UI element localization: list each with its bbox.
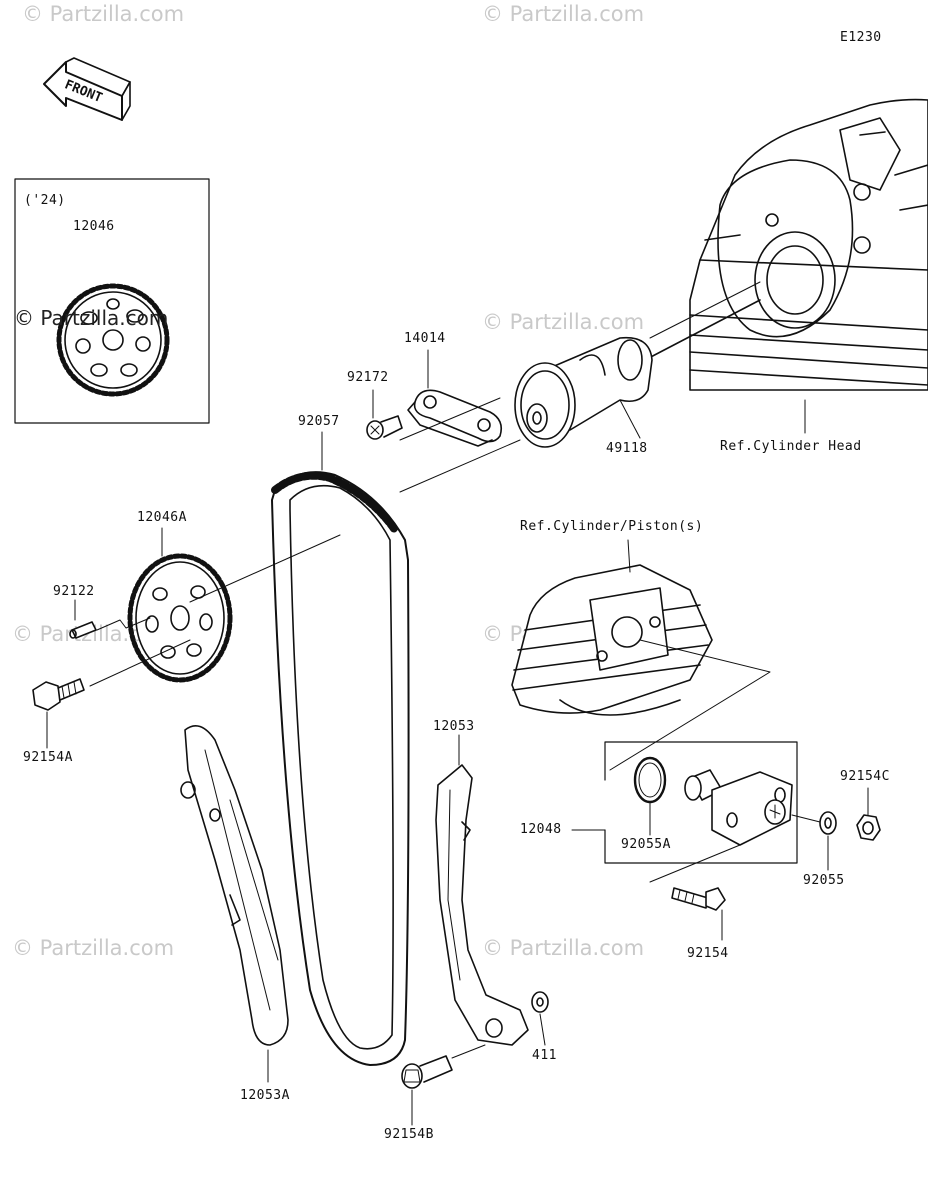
front-arrow-icon: FRONT [43, 57, 131, 121]
plate-14014-icon [407, 389, 503, 447]
part-label-411[interactable]: 411 [532, 1048, 557, 1063]
leader-line [619, 399, 641, 439]
axis-line [89, 639, 191, 687]
pin-92122-icon [69, 621, 97, 639]
axis-line [649, 844, 741, 883]
cylinder-piston-icon [511, 564, 713, 716]
part-label-92154C[interactable]: 92154C [840, 769, 890, 784]
part-label-12046[interactable]: 12046 [73, 219, 115, 234]
axis-line [609, 639, 771, 771]
washer-92055-icon [819, 811, 837, 835]
watermark: © Partzilla.com [482, 936, 645, 960]
part-label-92172[interactable]: 92172 [347, 370, 389, 385]
part-label-92122[interactable]: 92122 [53, 584, 95, 599]
part-label-12053A[interactable]: 12053A [240, 1088, 290, 1103]
inset-box-2024 [14, 178, 210, 424]
axis-line [399, 397, 501, 441]
part-label-92154A[interactable]: 92154A [23, 750, 73, 765]
part-label-92154[interactable]: 92154 [687, 946, 729, 961]
part-label-12048[interactable]: 12048 [520, 822, 562, 837]
part-label-92154B[interactable]: 92154B [384, 1127, 434, 1142]
axis-line [189, 534, 341, 603]
part-label-92057[interactable]: 92057 [298, 414, 340, 429]
watermark-dark: © Partzilla.com [14, 306, 169, 330]
part-label-12046A[interactable]: 12046A [137, 510, 187, 525]
part-label-92055A[interactable]: 92055A [621, 837, 671, 852]
year-note: ('24) [24, 193, 66, 208]
chain-guide-12053-icon [435, 764, 529, 1046]
diagram-code: E1230 [840, 30, 882, 45]
watermark: © Partzilla.com [482, 310, 645, 334]
chain-guide-12053A-icon [180, 724, 289, 1046]
cylinder-head-icon [644, 98, 928, 391]
part-label-14014[interactable]: 14014 [404, 331, 446, 346]
part-label-12053[interactable]: 12053 [433, 719, 475, 734]
axis-line [649, 281, 761, 339]
watermark: © Partzilla.com [482, 2, 645, 26]
axis-line [96, 617, 151, 631]
tensioner-group-box [604, 741, 798, 864]
timing-chain-92057-icon [271, 471, 410, 1066]
sprocket-12046-icon [56, 283, 170, 397]
washer-411-icon [531, 991, 549, 1013]
axis-line [399, 439, 521, 493]
watermark: © Partzilla.com [12, 936, 175, 960]
camshaft-49118-icon [514, 336, 653, 448]
leader-line [539, 1013, 546, 1046]
ref-cylinder-piston[interactable]: Ref.Cylinder/Piston(s) [520, 519, 704, 534]
bolt-92154-icon [671, 887, 726, 911]
nut-92154C-icon [856, 814, 881, 841]
bolt-92154B-icon [401, 1044, 486, 1089]
sprocket-12046A-icon [127, 553, 233, 683]
o-ring-92055A-icon [633, 756, 667, 804]
axis-line [791, 814, 821, 823]
bolt-92154A-icon [32, 678, 85, 711]
watermark: © Partzilla.com [22, 2, 185, 26]
ref-cylinder-head[interactable]: Ref.Cylinder Head [720, 439, 862, 454]
bolt-92172-icon [366, 415, 403, 440]
cam-chain-tensioner-12048-icon [684, 769, 793, 846]
leader-line [627, 539, 631, 573]
part-label-92055[interactable]: 92055 [803, 873, 845, 888]
part-label-49118[interactable]: 49118 [606, 441, 648, 456]
